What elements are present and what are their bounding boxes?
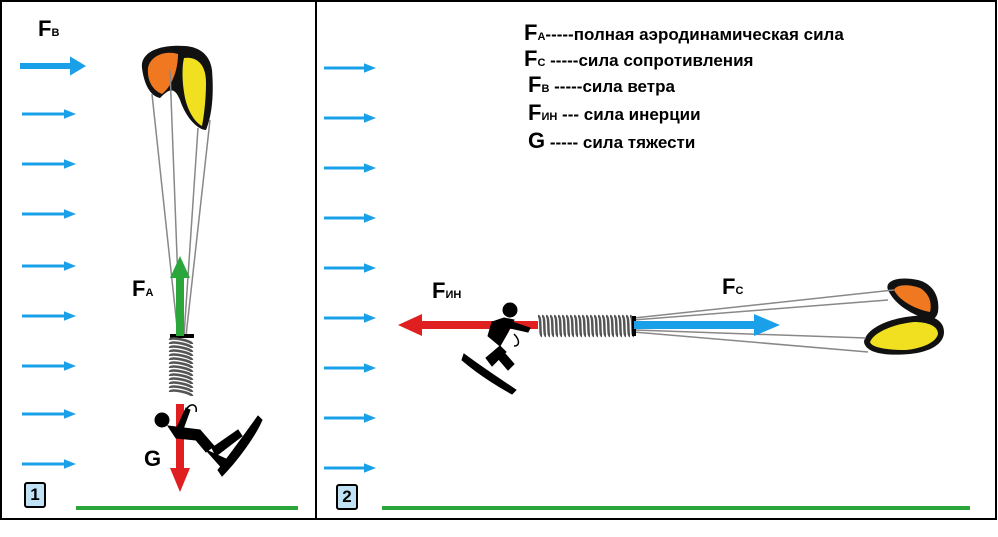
gravity-label: G (144, 446, 162, 471)
wind-arrow (324, 363, 376, 373)
panel-2-frame (315, 0, 997, 520)
legend-item-inertia: FИН --- сила инерции (528, 100, 701, 125)
aero-force-arrow (170, 256, 190, 336)
kite-panel-1 (141, 45, 213, 337)
wind-arrows-panel-1 (20, 56, 86, 469)
spring-panel-2 (537, 314, 636, 338)
wind-arrow (22, 459, 76, 469)
kite-panel-2 (633, 278, 944, 355)
wind-arrow (22, 209, 76, 219)
inertia-force-label: FИН (432, 278, 462, 303)
wind-arrow (324, 463, 376, 473)
wind-arrow (22, 109, 76, 119)
wind-arrow (324, 63, 376, 73)
wind-arrow (22, 311, 76, 321)
legend-item-aero: FА-----полная аэродинамическая сила (524, 20, 844, 45)
legend-item-wind: FВ -----сила ветра (528, 72, 675, 97)
drag-force-label: FС (722, 274, 744, 299)
wind-arrow (324, 413, 376, 423)
wind-arrow (324, 113, 376, 123)
aero-force-label: FА (132, 276, 154, 301)
rider-panel-1 (154, 404, 263, 477)
rider-panel-2 (461, 302, 531, 395)
kite-yellow-panel-2 (870, 322, 938, 350)
spring-panel-1 (168, 334, 194, 398)
drag-force-arrow (634, 314, 780, 336)
wind-arrow-large (20, 56, 86, 76)
legend-item-gravity: G ----- сила тяжести (528, 128, 696, 153)
wind-arrow (324, 263, 376, 273)
wind-arrow (22, 261, 76, 271)
wind-arrow (22, 361, 76, 371)
panel-1-number: 1 (24, 482, 46, 508)
wind-arrow (22, 159, 76, 169)
inertia-arrow (398, 314, 538, 336)
wind-arrow (22, 409, 76, 419)
wind-arrow (324, 163, 376, 173)
wind-force-label: FВ (38, 16, 60, 41)
kite-yellow-panel (182, 57, 206, 126)
kite-orange-panel-2 (894, 285, 931, 312)
legend-item-drag: FС -----сила сопротивления (524, 46, 754, 71)
panel-2-number: 2 (336, 484, 358, 510)
wind-arrows-panel-2 (324, 63, 376, 473)
wind-arrow (324, 313, 376, 323)
wind-arrow (324, 213, 376, 223)
